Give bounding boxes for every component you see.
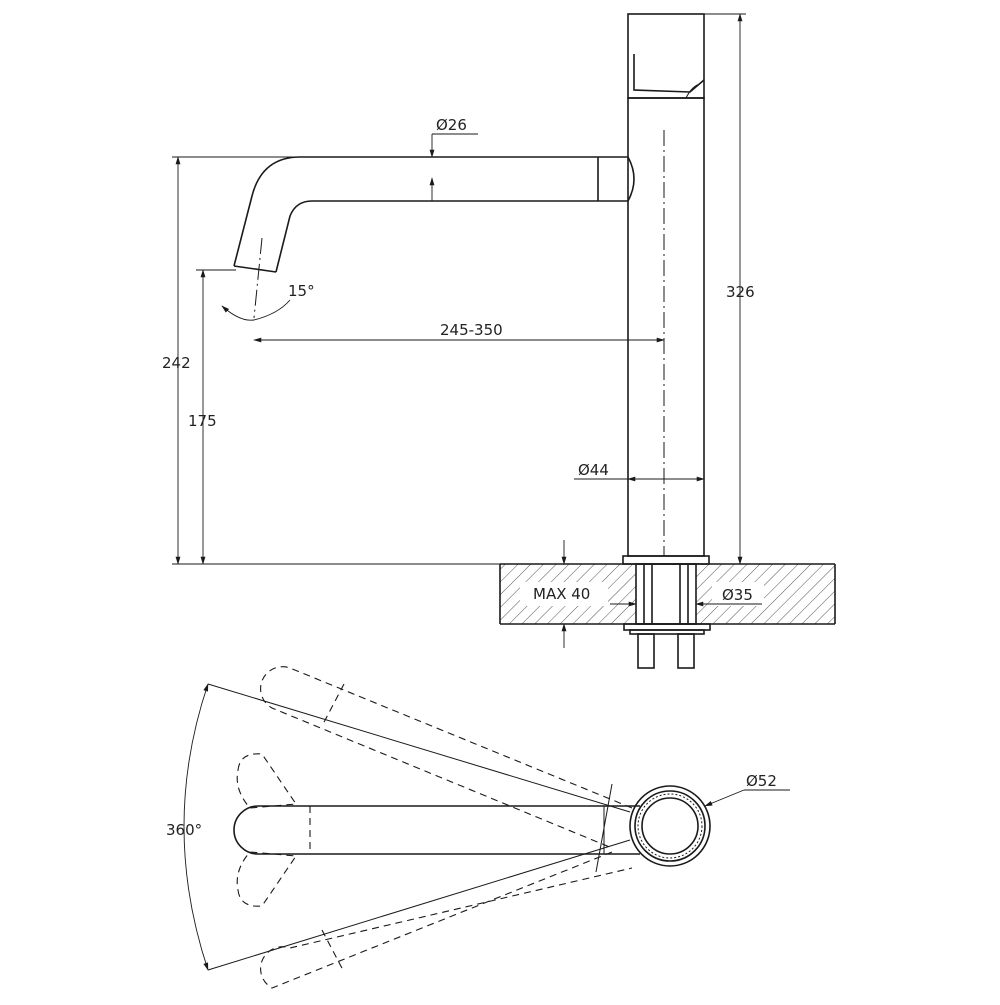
dim-reach: 245-350 xyxy=(253,321,665,343)
faucet-body xyxy=(622,13,710,565)
spout-ghost-upper xyxy=(260,666,633,849)
dim-diameter-base: Ø52 xyxy=(704,772,790,807)
label-height-outlet: 175 xyxy=(188,412,217,430)
dim-diameter-body: Ø44 xyxy=(574,461,705,482)
label-max-thickness: MAX 40 xyxy=(533,585,590,603)
spout-ghost-lower xyxy=(260,851,633,989)
dim-rotation: 360° xyxy=(166,683,631,971)
dim-height-outlet: 175 xyxy=(188,269,217,565)
dim-height-total: 326 xyxy=(704,13,755,565)
label-diameter-spout: Ø26 xyxy=(436,116,467,134)
dim-diameter-spout: Ø26 xyxy=(429,116,478,201)
handle-ghost xyxy=(236,753,297,907)
mounting-hardware xyxy=(623,563,711,669)
dim-spout-angle: 15° xyxy=(221,282,315,321)
dim-diameter-hole: Ø35 xyxy=(610,586,762,607)
label-rotation: 360° xyxy=(166,821,202,839)
label-diameter-base: Ø52 xyxy=(746,772,777,790)
side-view: Ø26 15° 245-350 242 175 xyxy=(162,13,836,669)
dim-max-thickness: MAX 40 xyxy=(533,540,590,648)
label-height-total-spout: 242 xyxy=(162,354,191,372)
label-diameter-hole: Ø35 xyxy=(722,586,753,604)
label-height-total: 326 xyxy=(726,283,755,301)
top-view: Ø52 360° xyxy=(166,666,790,989)
label-diameter-body: Ø44 xyxy=(578,461,609,479)
label-reach: 245-350 xyxy=(440,321,503,339)
label-spout-angle: 15° xyxy=(288,282,315,300)
base-circle xyxy=(629,785,711,867)
dim-height-total-spout: 242 xyxy=(162,156,191,565)
spout-top xyxy=(233,783,640,873)
